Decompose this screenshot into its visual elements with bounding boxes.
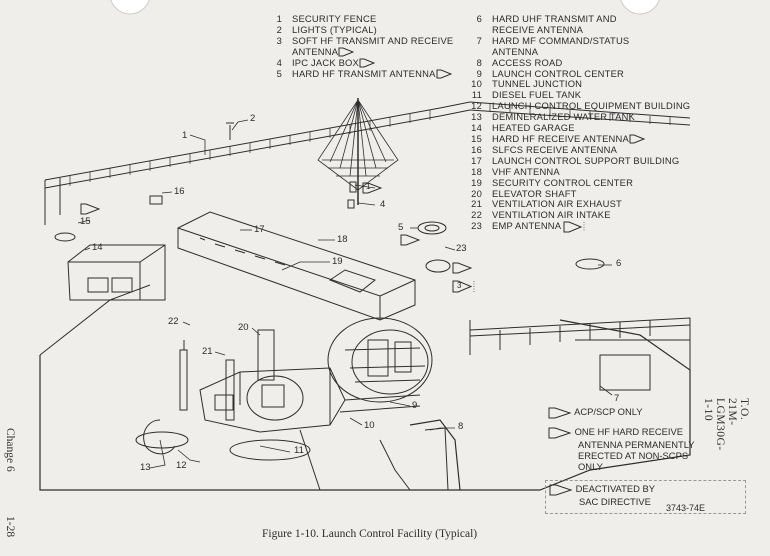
note-flag-3-icon (563, 221, 585, 233)
callout-13: 13 (140, 462, 151, 473)
figure-caption: Figure 1-10. Launch Control Facility (Ty… (262, 528, 478, 540)
callout-1: 1 (182, 130, 188, 141)
drawing-code: 3743-74E (666, 503, 706, 513)
note-flag-2-icon (629, 134, 646, 144)
diesel-fuel-tank (229, 439, 311, 461)
flag-3-num-on-drawing: 3 (457, 281, 462, 290)
callout-4: 4 (380, 199, 386, 210)
callout-leaders (77, 119, 613, 469)
launch-control-center (327, 317, 433, 403)
note-1: ACP/SCP ONLY (548, 406, 643, 419)
note-flag-2-icon (548, 427, 572, 439)
hard-hf-receive-antenna (54, 232, 76, 242)
emp-antenna (425, 259, 451, 273)
callout-12: 12 (176, 460, 187, 471)
callout-5: 5 (398, 222, 404, 233)
note-flag-2-icon (359, 58, 375, 68)
flag-3-on-drawing (452, 280, 475, 293)
callout-18: 18 (337, 234, 348, 245)
soft-hf-antenna-cone (317, 98, 399, 205)
callout-19: 19 (332, 256, 343, 267)
callout-21: 21 (202, 346, 213, 357)
ipc-jack-box (349, 181, 357, 193)
callout-17: 17 (254, 224, 265, 235)
flag-1-on-drawing-d (452, 262, 472, 274)
elevator-and-vents (179, 329, 275, 421)
callout-14: 14 (92, 242, 103, 253)
note-2: ONE HF HARD RECEIVE ANTENNA PERMANENTLY … (548, 426, 695, 472)
legend-item-6-cont: RECEIVE ANTENNA (492, 23, 584, 35)
slfcs-antenna (149, 195, 163, 205)
change-label: Change 6 (4, 428, 16, 472)
flag-1-on-drawing-a (362, 182, 382, 194)
note-flag-1-icon (338, 47, 355, 57)
callout-2: 2 (250, 113, 256, 124)
callout-6: 6 (616, 258, 622, 269)
callout-9: 9 (412, 400, 418, 411)
note-flag-1-icon (436, 69, 452, 79)
callout-16: 16 (174, 186, 185, 197)
legend-item-3-cont: ANTENNA (262, 46, 453, 58)
hard-uhf-antenna (575, 258, 605, 270)
callout-23: 23 (456, 243, 467, 254)
legend-item-7-cont: ANTENNA (492, 45, 539, 57)
launch-control-equipment-building (199, 367, 421, 433)
callout-11: 11 (294, 445, 304, 456)
callout-7: 7 (614, 393, 620, 404)
flag-1-on-drawing-c (400, 234, 420, 246)
flag-1-num-a: 1 (366, 182, 371, 191)
launch-control-support-building (177, 211, 416, 321)
note-3: DEACTIVATED BY SAC DIRECTIVE (545, 480, 746, 514)
heated-garage (67, 244, 166, 301)
note-flag-3-icon (549, 484, 573, 496)
callout-20: 20 (238, 322, 249, 333)
page-number: 1-28 (4, 516, 16, 538)
callout-22: 22 (168, 316, 179, 327)
hard-hf-transmit-antenna (417, 221, 447, 235)
callout-10: 10 (364, 420, 375, 431)
callout-15: 15 (80, 216, 91, 227)
callout-8: 8 (458, 421, 464, 432)
mf-antenna-pad (599, 354, 651, 391)
document-number: T.O. 21M-LGM30G-1-10 (702, 398, 750, 451)
note-flag-1-icon (548, 407, 572, 419)
flag-1-on-drawing-b (80, 203, 100, 215)
